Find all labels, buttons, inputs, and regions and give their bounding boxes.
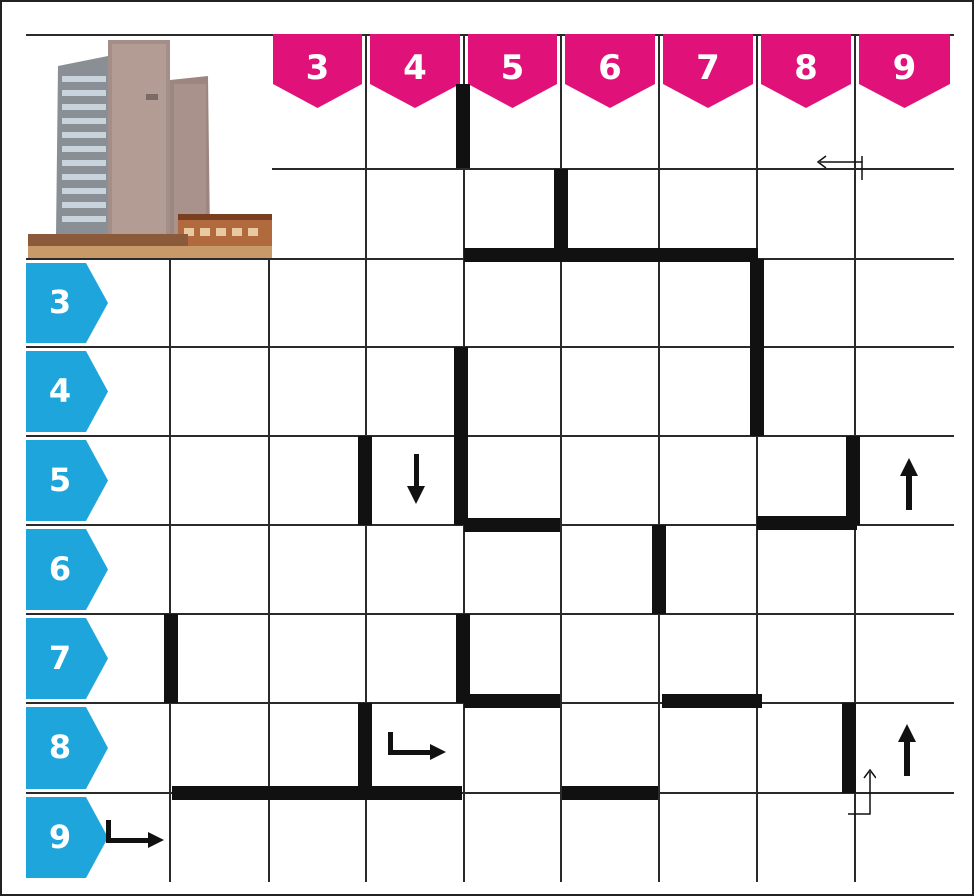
wall-segment — [652, 525, 666, 614]
row-label-text: 7 — [26, 639, 94, 677]
wall-segment — [750, 259, 764, 436]
building-photo — [28, 36, 272, 260]
grid-hline — [26, 435, 954, 437]
column-label-text: 3 — [273, 48, 362, 88]
column-label-3: 3 — [273, 34, 362, 110]
column-label-4: 4 — [370, 34, 460, 110]
column-label-text: 4 — [370, 48, 460, 88]
hollow-turn-arrow-icon — [846, 766, 876, 818]
grid-hline — [26, 792, 954, 794]
row-label-text: 3 — [26, 283, 94, 321]
wall-segment — [464, 248, 758, 262]
column-label-9: 9 — [859, 34, 950, 110]
row-label-7: 7 — [26, 618, 110, 699]
turn-right-arrow-icon — [388, 732, 448, 764]
row-label-text: 4 — [26, 372, 94, 410]
row-label-3: 3 — [26, 263, 110, 343]
row-label-6: 6 — [26, 529, 110, 610]
wall-segment — [358, 703, 372, 793]
column-label-text: 9 — [859, 48, 950, 88]
row-label-9: 9 — [26, 797, 110, 878]
row-label-4: 4 — [26, 351, 110, 432]
grid-vline — [560, 35, 562, 882]
wall-segment — [562, 786, 658, 800]
grid-hline — [26, 346, 954, 348]
row-label-8: 8 — [26, 707, 110, 789]
row-label-text: 9 — [26, 818, 94, 856]
grid-vline — [756, 35, 758, 882]
arrow-down-icon — [406, 454, 426, 506]
wall-segment — [358, 436, 372, 525]
column-label-5: 5 — [468, 34, 557, 110]
row-label-text: 5 — [26, 461, 94, 499]
column-label-text: 5 — [468, 48, 557, 88]
wall-segment — [164, 614, 178, 703]
wall-segment — [554, 169, 568, 259]
column-label-text: 7 — [663, 48, 753, 88]
column-label-7: 7 — [663, 34, 753, 110]
row-label-text: 8 — [26, 728, 94, 766]
wall-segment — [172, 786, 462, 800]
arrow-up-icon — [898, 458, 920, 510]
row-label-5: 5 — [26, 440, 110, 521]
wall-segment — [846, 436, 860, 525]
hollow-turn-arrow-icon — [814, 148, 866, 182]
wall-segment — [464, 518, 560, 532]
wall-segment — [662, 694, 762, 708]
grid-vline — [169, 259, 171, 882]
wall-segment — [456, 84, 470, 168]
arrow-up-icon — [896, 724, 918, 776]
column-label-text: 6 — [565, 48, 655, 88]
column-label-8: 8 — [761, 34, 851, 110]
wall-segment — [464, 694, 560, 708]
wall-segment — [454, 347, 468, 525]
column-label-text: 8 — [761, 48, 851, 88]
row-label-text: 6 — [26, 550, 94, 588]
wall-segment — [456, 614, 470, 703]
turn-right-arrow-icon — [106, 820, 166, 852]
wall-segment — [757, 516, 857, 530]
grid-vline — [658, 35, 660, 882]
column-label-6: 6 — [565, 34, 655, 110]
